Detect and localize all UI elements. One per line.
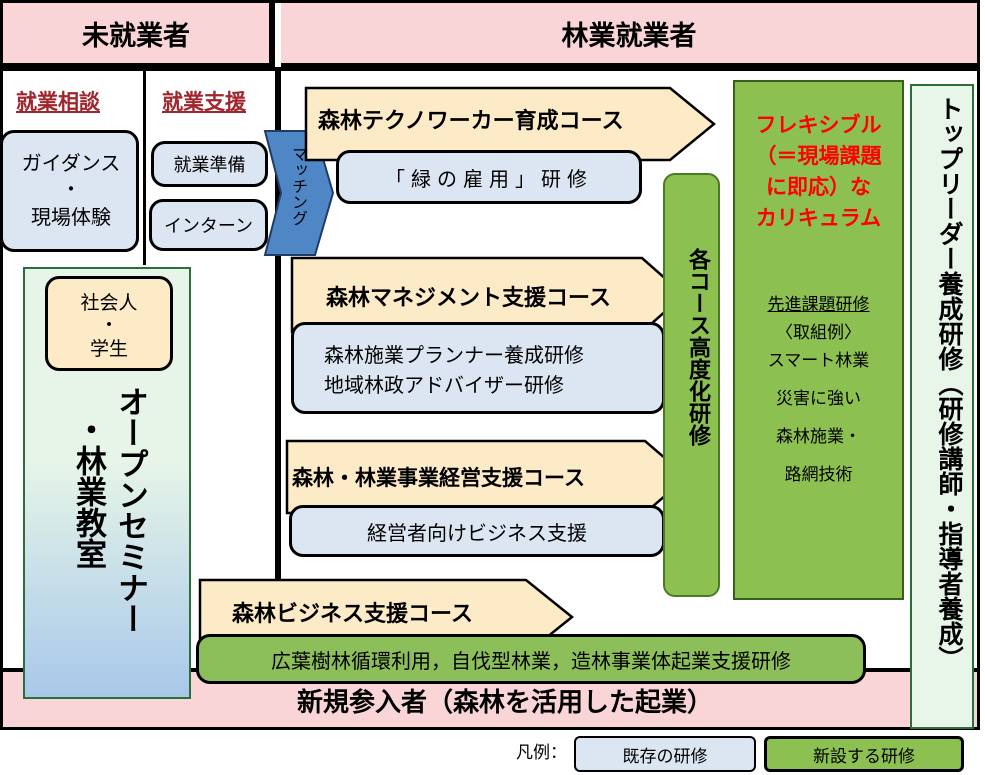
consult-label: 就業相談: [16, 90, 100, 114]
flexible-curriculum-title: フレキシブル （＝現場課題 に即応）な カリキュラム: [733, 110, 904, 234]
intern-box: インターン: [149, 199, 268, 251]
course2-sub1: 森林施業プランナー養成研修: [324, 343, 584, 367]
advanced-topic-smart: スマート林業: [767, 351, 870, 371]
legend-new: 新設する研修: [764, 736, 964, 772]
guidance-line2: 現場体験: [31, 204, 111, 229]
advanced-topics-example: 〈取組例〉: [776, 323, 861, 343]
course-arrow-techno-shape: [304, 86, 716, 162]
flexible-curriculum-box: [733, 80, 904, 600]
new-entrants-label: 新規参入者（森林を活用した起業）: [296, 687, 713, 718]
flexible-line1: フレキシブル: [755, 113, 882, 137]
flexible-line3: に即応）な: [766, 175, 871, 199]
course2-title: 森林マネジメント支援コース: [326, 286, 611, 311]
course4-title: 森林ビジネス支援コース: [232, 602, 473, 627]
advanced-topic-operation: 森林施業・: [776, 427, 861, 447]
course1-sub-box: 「緑の雇用」研修: [336, 150, 642, 204]
advanced-topics: 先進課題研修 〈取組例〉 スマート林業 災害に強い 森林施業・ 路網技術: [733, 290, 904, 490]
guidance-dot: ・: [61, 176, 81, 201]
legend-existing: 既存の研修: [574, 736, 756, 772]
advanced-training-bar: [663, 173, 720, 597]
legend-label: 凡例：: [516, 743, 567, 763]
course2-sub2: 地域林政アドバイザー研修: [324, 373, 564, 397]
top-leader-label: トップリーダー養成研修（研修講師・指導者養成）: [935, 96, 964, 671]
course3-sub-box: 経営者向けビジネス支援: [289, 505, 665, 557]
advanced-training-label: 各コース高度化研修: [685, 248, 710, 446]
divider-horizontal: [3, 67, 977, 71]
course1-title: 森林テクノワーカー育成コース: [318, 109, 624, 134]
forestry-class-title: ・林業教室: [70, 414, 106, 569]
top-leader-box: [910, 84, 974, 729]
flexible-line4: カリキュラム: [755, 206, 882, 230]
advanced-topic-disaster: 災害に強い: [776, 389, 861, 409]
adult-dot: ・: [99, 313, 119, 336]
guidance-line1: ガイダンス: [21, 150, 121, 175]
adult-student-box: 社会人 ・ 学生: [45, 276, 173, 371]
adult-line1: 社会人: [80, 291, 138, 314]
divider-left: [143, 67, 146, 265]
diagram-frame: [0, 0, 980, 730]
header-forestry-workers: 林業就業者: [281, 3, 977, 67]
support-label: 就業支援: [162, 90, 246, 114]
matching-label: マッチング: [289, 146, 308, 226]
guidance-box: ガイダンス ・ 現場体験: [0, 130, 139, 252]
flexible-line2: （＝現場課題: [755, 144, 882, 168]
open-seminar-title: オープンセミナー: [112, 386, 148, 634]
advanced-topic-road: 路網技術: [784, 465, 853, 485]
course4-sub-box: 広葉樹林循環利用，自伐型林業，造林事業体起業支援研修: [196, 634, 866, 684]
course-arrow-techno: [304, 86, 716, 162]
advanced-topics-heading: 先進課題研修: [767, 295, 870, 315]
adult-line2: 学生: [89, 337, 128, 360]
header-unemployed: 未就業者: [3, 3, 275, 67]
course3-title: 森林・林業事業経営支援コース: [292, 466, 585, 490]
prep-box: 就業準備: [151, 141, 268, 187]
course2-sub-box: 森林施業プランナー養成研修 地域林政アドバイザー研修: [291, 322, 665, 414]
divider-main: [275, 67, 281, 667]
